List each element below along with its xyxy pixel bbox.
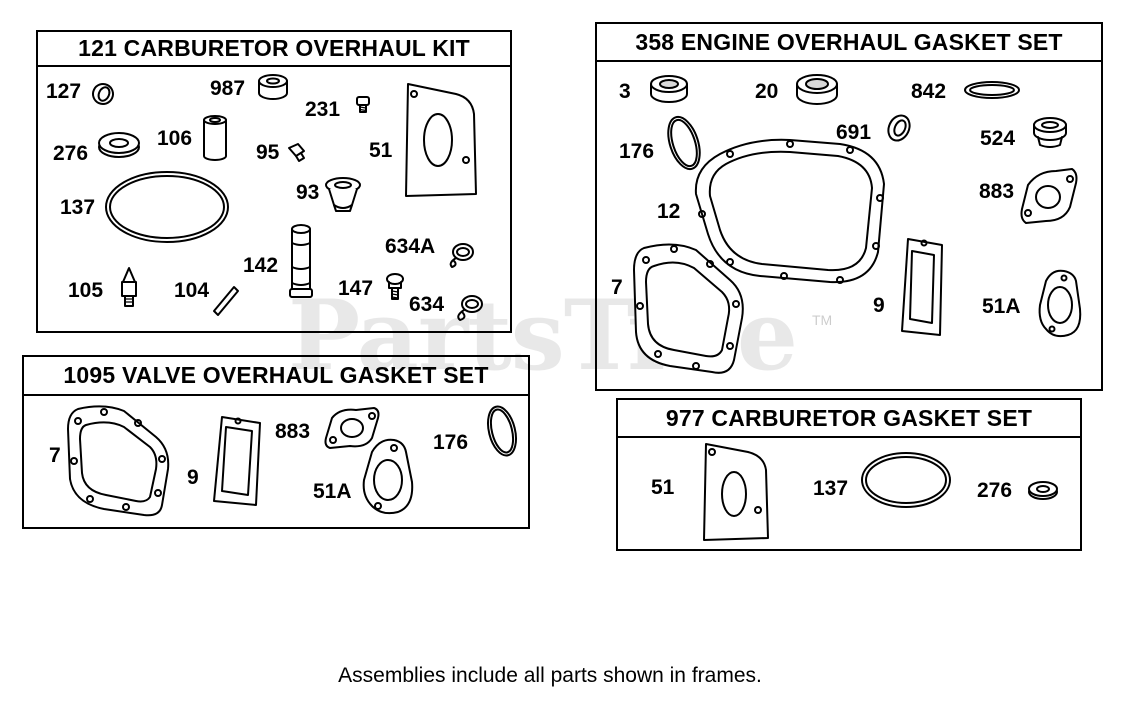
sleeve-106-icon — [203, 115, 227, 161]
part-label-105: 105 — [68, 279, 104, 302]
part-label-142: 142 — [243, 254, 279, 277]
carb-gasket-part-label-137: 137 — [813, 477, 849, 500]
o-ring-842-icon — [964, 81, 1020, 99]
crankcase-gasket-12-icon — [694, 138, 885, 284]
part-label-231: 231 — [305, 98, 341, 121]
engine-part-label-9: 9 — [873, 294, 885, 317]
pin-104-icon — [213, 286, 239, 316]
bushing-987-icon — [258, 74, 288, 100]
part-label-634: 634 — [409, 293, 445, 316]
assemblies-caption: Assemblies include all parts shown in fr… — [338, 664, 762, 687]
cylinder-head-gasket-7-engine-icon — [633, 243, 744, 374]
gasket-883-icon — [324, 407, 380, 449]
part-label-106: 106 — [157, 127, 193, 150]
fitting-93-icon — [325, 177, 361, 212]
engine-part-label-51A: 51A — [982, 295, 1021, 318]
valve-part-label-7: 7 — [49, 444, 61, 467]
valve-part-label-51A: 51A — [313, 480, 352, 503]
screw-231-icon — [356, 96, 370, 113]
engine-overhaul-gasket-set-frame: 358 ENGINE OVERHAUL GASKET SET — [595, 22, 1103, 391]
engine-part-label-3: 3 — [619, 80, 631, 103]
engine-overhaul-gasket-set-title: 358 ENGINE OVERHAUL GASKET SET — [597, 24, 1101, 62]
o-ring-176-icon — [487, 405, 517, 457]
spring-634-icon — [457, 295, 483, 321]
part-label-95: 95 — [256, 141, 280, 164]
washer-276-icon — [98, 132, 140, 158]
watermark-trademark: TM — [812, 312, 833, 328]
part-label-127: 127 — [46, 80, 82, 103]
carb-gasket-part-label-51: 51 — [651, 476, 675, 499]
o-ring-137-icon — [105, 171, 229, 243]
o-ring-176-engine-icon — [667, 115, 701, 171]
engine-part-label-20: 20 — [755, 80, 779, 103]
seal-ring-127-icon — [92, 83, 114, 105]
engine-part-label-12: 12 — [657, 200, 681, 223]
carburetor-gasket-set-title: 977 CARBURETOR GASKET SET — [618, 400, 1080, 438]
valve-part-label-9: 9 — [187, 466, 199, 489]
engine-part-label-691: 691 — [836, 121, 872, 144]
oil-seal-3-icon — [650, 75, 688, 103]
gasket-9-engine-icon — [901, 238, 943, 336]
engine-part-label-7: 7 — [611, 276, 623, 299]
gasket-plate-51-icon — [405, 83, 477, 197]
part-label-634A: 634A — [385, 235, 436, 258]
part-label-147: 147 — [338, 277, 374, 300]
washer-276-carb-icon — [1028, 481, 1058, 500]
valve-part-label-883: 883 — [275, 420, 311, 443]
part-label-51: 51 — [369, 139, 393, 162]
carburetor-gasket-set-frame: 977 CARBURETOR GASKET SET — [616, 398, 1082, 551]
cylinder-head-gasket-7-icon — [67, 405, 170, 517]
valve-part-label-176: 176 — [433, 431, 469, 454]
oil-seal-20-icon — [796, 74, 838, 105]
screw-95-icon — [288, 143, 305, 162]
gasket-plate-51-carb-icon — [703, 443, 769, 541]
carb-gasket-part-label-276: 276 — [977, 479, 1013, 502]
spring-634A-icon — [449, 243, 474, 268]
part-label-93: 93 — [296, 181, 320, 204]
gasket-51A-icon — [362, 438, 414, 515]
gasket-51A-engine-icon — [1038, 269, 1082, 338]
part-label-137: 137 — [60, 196, 96, 219]
needle-105-icon — [121, 267, 137, 307]
o-ring-137-carb-icon — [861, 452, 951, 508]
carburetor-overhaul-kit-frame: 121 CARBURETOR OVERHAUL KIT — [36, 30, 512, 333]
valve-overhaul-gasket-set-frame: 1095 VALVE OVERHAUL GASKET SET — [22, 355, 530, 529]
engine-part-label-883: 883 — [979, 180, 1015, 203]
engine-part-label-176: 176 — [619, 140, 655, 163]
gasket-883-engine-icon — [1020, 168, 1078, 224]
part-label-987: 987 — [210, 77, 246, 100]
part-label-104: 104 — [174, 279, 210, 302]
shaft-142-icon — [289, 224, 313, 298]
carburetor-overhaul-kit-title: 121 CARBURETOR OVERHAUL KIT — [38, 32, 510, 67]
washer-691-icon — [887, 114, 911, 142]
plug-524-icon — [1033, 117, 1067, 148]
valve-overhaul-gasket-set-title: 1095 VALVE OVERHAUL GASKET SET — [24, 357, 528, 396]
engine-part-label-842: 842 — [911, 80, 947, 103]
gasket-9-icon — [213, 416, 261, 506]
engine-part-label-524: 524 — [980, 127, 1016, 150]
part-label-276: 276 — [53, 142, 89, 165]
screw-147-icon — [386, 273, 404, 300]
